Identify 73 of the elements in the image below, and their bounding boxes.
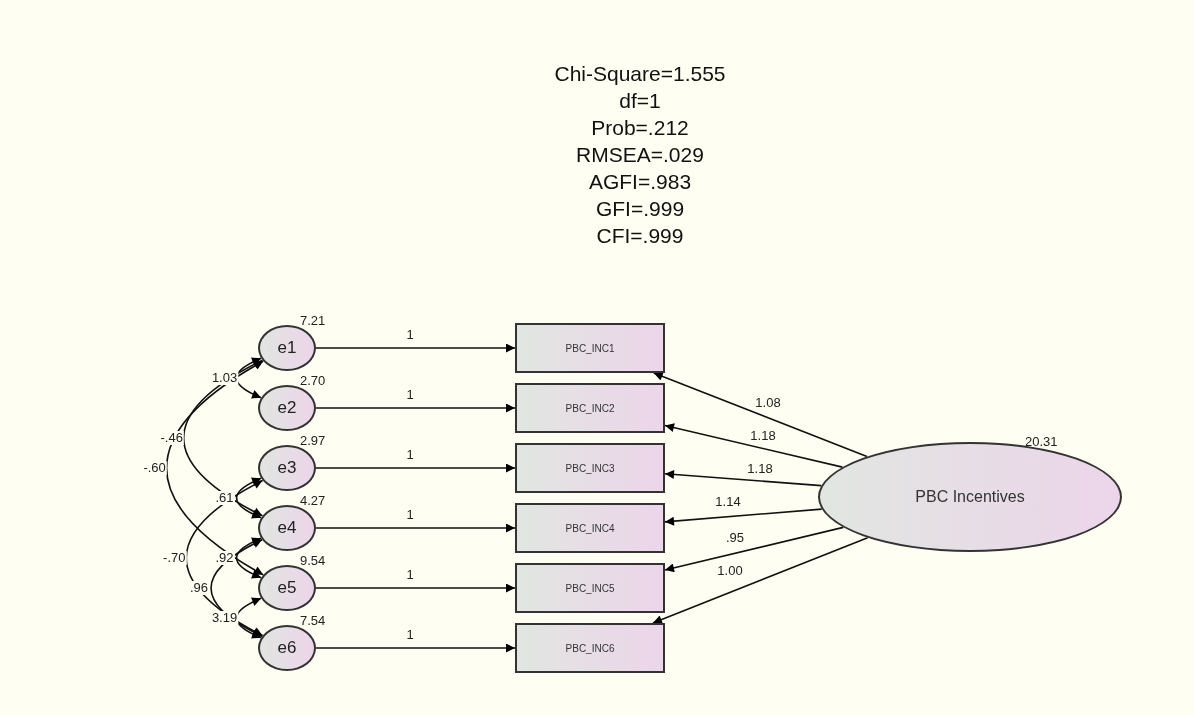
arrow <box>315 463 516 473</box>
fit-statistic: AGFI=.983 <box>588 169 692 195</box>
fit-statistic: RMSEA=.029 <box>576 142 704 168</box>
observed-variable-box <box>515 323 665 373</box>
node-label: PBC_INC2 <box>565 401 615 416</box>
edge-label: 1 <box>405 628 415 642</box>
arrow <box>652 536 869 624</box>
edge-label: 1.18 <box>746 462 774 476</box>
node-label: e5 <box>277 577 297 600</box>
edge-label: -.46 <box>159 431 184 445</box>
observed-variable-box <box>515 503 665 553</box>
observed-variable-box <box>515 623 665 673</box>
node-label: PBC_INC1 <box>565 341 615 356</box>
edge-label: .92 <box>214 551 235 565</box>
edge-label: .61 <box>214 491 235 505</box>
node-label: e1 <box>277 337 297 360</box>
edge-label: -.60 <box>142 461 167 475</box>
edge-label: 1 <box>405 328 415 342</box>
edge-label: -.70 <box>162 551 187 565</box>
observed-variable-box <box>515 443 665 493</box>
observed-variable-box <box>515 563 665 613</box>
node-label: PBC_INC3 <box>565 461 615 476</box>
variance-value: 2.70 <box>300 372 326 390</box>
arrow <box>652 372 868 458</box>
arrow <box>315 583 516 593</box>
edge-label: 1 <box>405 448 415 462</box>
edge-label: 1.08 <box>754 396 782 410</box>
covariance-arrow <box>235 537 262 579</box>
node-label: e3 <box>277 457 297 480</box>
error-term-circle <box>258 445 316 491</box>
variance-value: 20.31 <box>1025 433 1058 451</box>
arrow <box>664 526 845 573</box>
arrow <box>315 343 516 353</box>
edge-label: 1.03 <box>210 371 239 385</box>
arrow <box>315 523 516 533</box>
fit-statistic: CFI=.999 <box>596 223 684 249</box>
fit-statistic: Prob=.212 <box>591 115 689 141</box>
variance-value: 9.54 <box>300 552 326 570</box>
covariance-arrow <box>182 359 264 517</box>
edge-label: 1 <box>405 388 415 402</box>
node-label: e4 <box>277 517 297 540</box>
covariance-arrow <box>235 477 262 519</box>
observed-variable-box <box>515 383 665 433</box>
variance-value: 7.21 <box>300 312 326 330</box>
edge-label: .95 <box>724 531 746 545</box>
edge-label: 1.18 <box>749 429 777 443</box>
arrow <box>664 423 844 468</box>
edge-label: 1.14 <box>714 495 742 509</box>
error-term-circle <box>258 505 316 551</box>
node-label: PBC_INC6 <box>565 641 615 656</box>
edge-label: 3.19 <box>210 611 239 625</box>
node-label: PBC_INC4 <box>565 521 615 536</box>
error-term-circle <box>258 325 316 371</box>
edge-label: 1.00 <box>716 564 744 578</box>
variance-value: 4.27 <box>300 492 326 510</box>
arrow <box>315 403 516 413</box>
fit-statistic: Chi-Square=1.555 <box>554 61 726 87</box>
error-term-circle <box>258 385 316 431</box>
fit-statistic: GFI=.999 <box>595 196 685 222</box>
node-label: e2 <box>277 397 297 420</box>
node-label: PBC_INC5 <box>565 581 615 596</box>
fit-statistic: df=1 <box>619 88 661 114</box>
edge-label: .96 <box>189 581 210 595</box>
edge-label: 1 <box>405 508 415 522</box>
variance-value: 7.54 <box>300 612 326 630</box>
error-term-circle <box>258 625 316 671</box>
error-term-circle <box>258 565 316 611</box>
node-label: PBC Incentives <box>915 487 1025 507</box>
edge-label: 1 <box>405 568 415 582</box>
covariance-arrow <box>165 360 264 576</box>
node-label: e6 <box>277 637 297 660</box>
arrow <box>315 643 516 653</box>
variance-value: 2.97 <box>300 432 326 450</box>
